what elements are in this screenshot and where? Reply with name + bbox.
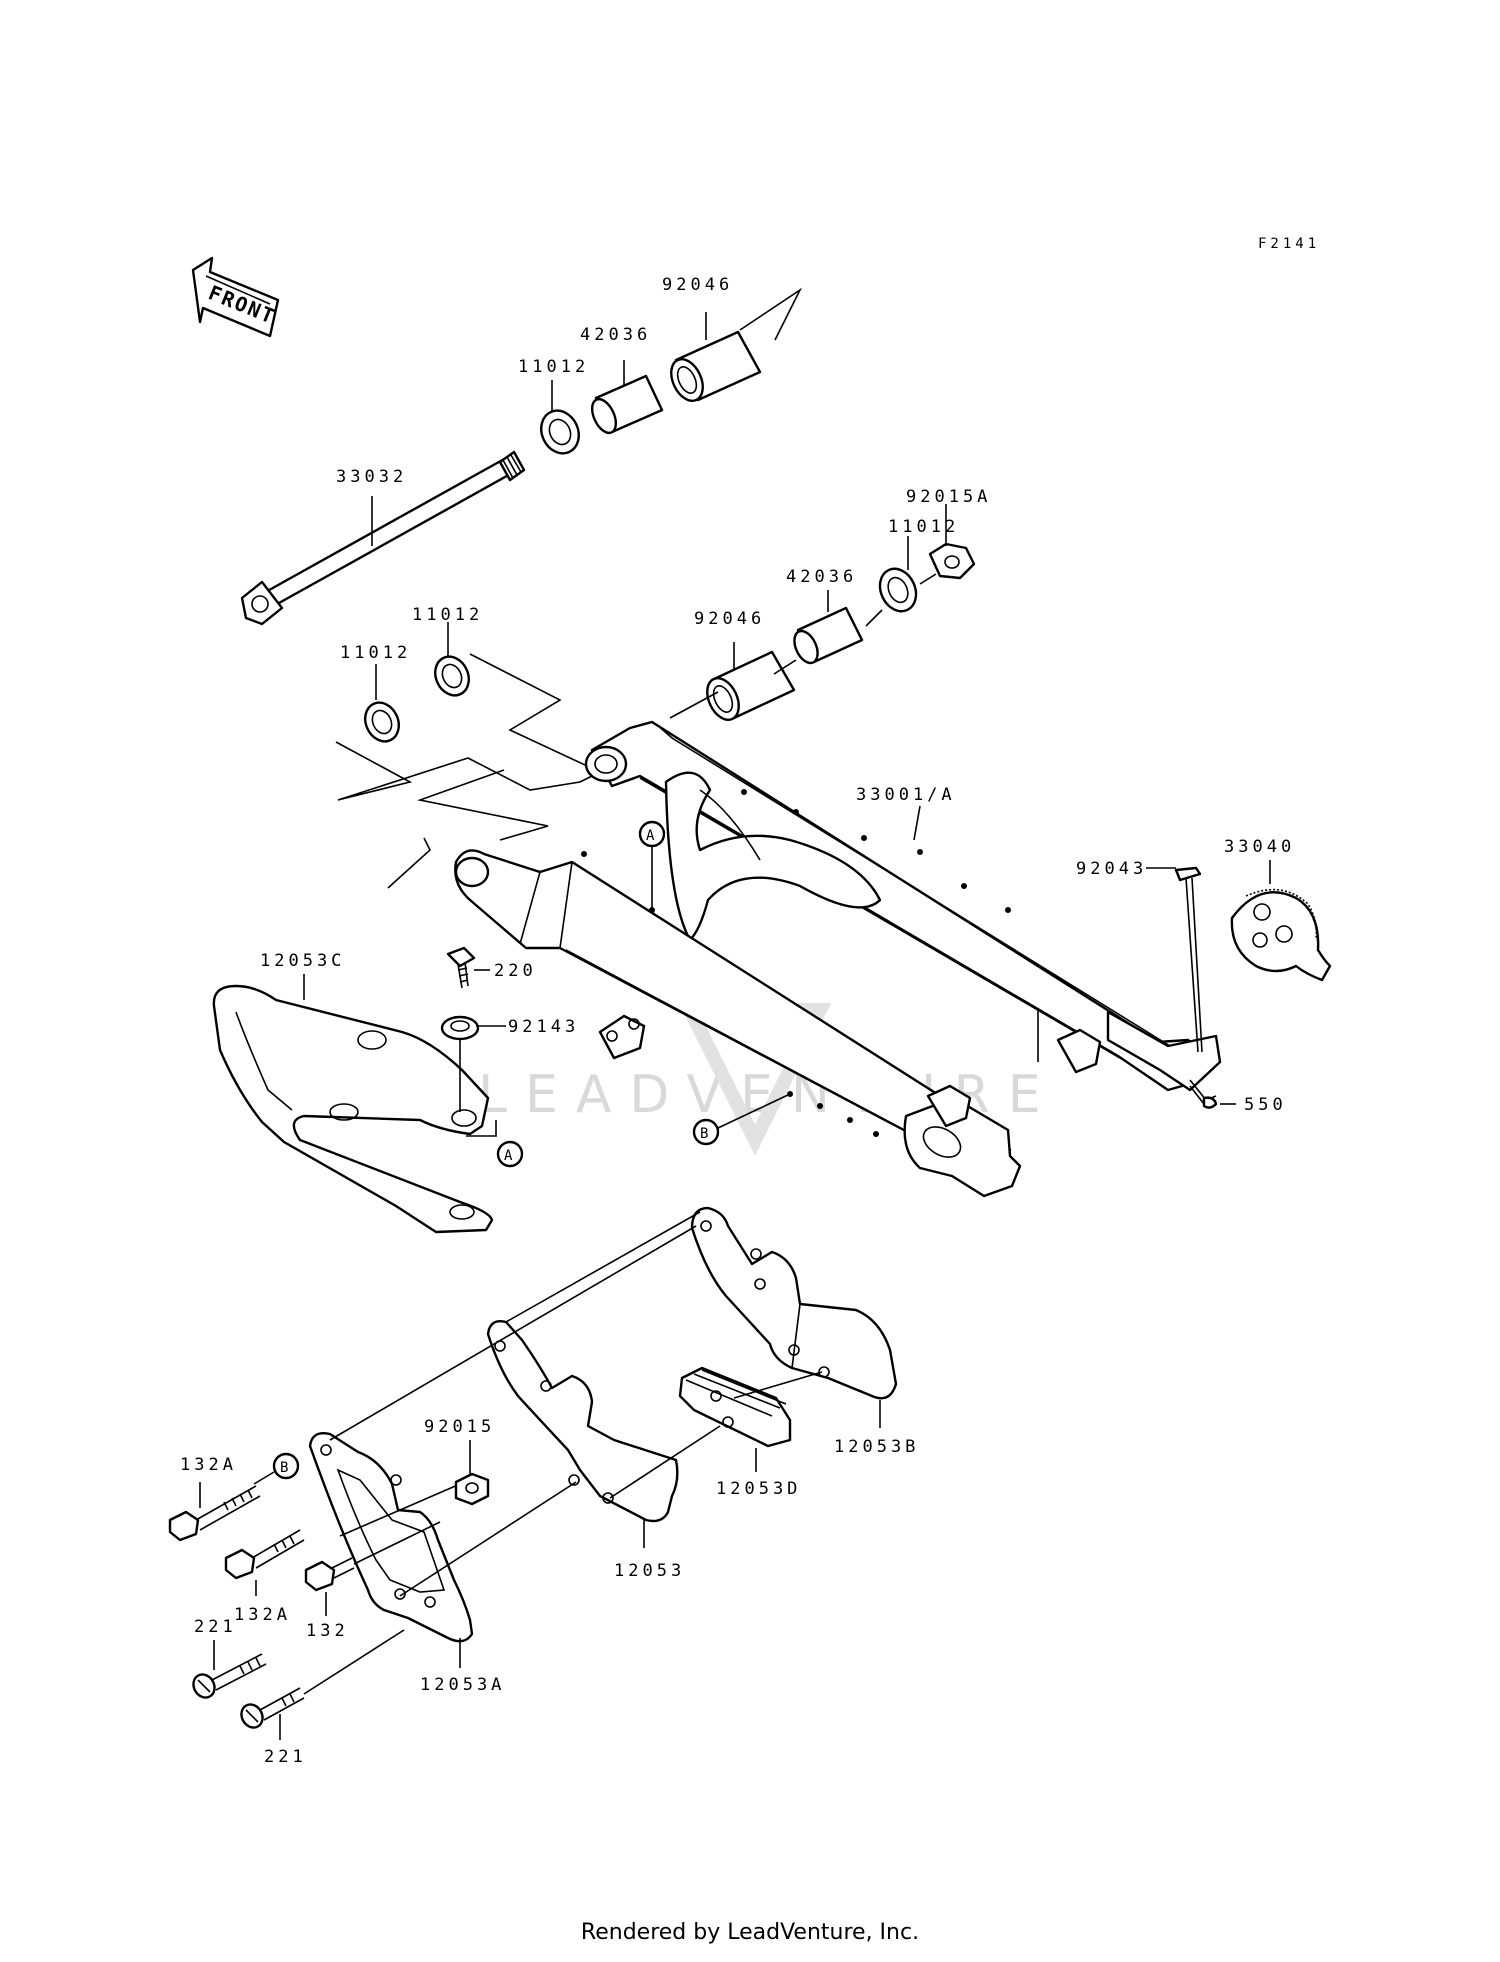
bushing-92046-right <box>706 650 796 721</box>
label-12053A: 12053A <box>420 1675 505 1695</box>
ref-a-circle-slider <box>496 1140 524 1168</box>
label-550: 550 <box>1244 1095 1287 1115</box>
assy-line-1 <box>329 1225 697 1441</box>
label-11012-left: 11012 <box>340 643 411 663</box>
label-11012-mid: 11012 <box>412 605 483 625</box>
nut-92015 <box>454 1472 490 1506</box>
label-12053D: 12053D <box>716 1479 801 1499</box>
collar-42036-right <box>793 606 864 665</box>
chain-slider-12053C <box>212 984 494 1234</box>
label-12053: 12053 <box>614 1561 685 1581</box>
label-221-bottom: 221 <box>264 1747 307 1767</box>
ref-b-circle-lower <box>272 1452 300 1480</box>
pin-92043 <box>1174 866 1203 1053</box>
label-42036-right: 42036 <box>786 567 857 587</box>
seal-11012-left <box>364 701 400 743</box>
label-33001A: 33001/A <box>856 785 956 805</box>
seal-11012-right <box>878 567 918 613</box>
label-92046-right: 92046 <box>694 609 765 629</box>
screw-221-top <box>192 1653 267 1699</box>
assembly-line-frame <box>417 769 549 841</box>
label-92143: 92143 <box>508 1017 579 1037</box>
axis-221-bottom <box>303 1629 405 1695</box>
screw-221-bottom <box>240 1687 305 1729</box>
label-92046-top: 92046 <box>662 275 733 295</box>
leader-42036-axis <box>865 609 883 627</box>
label-92015A: 92015A <box>906 487 991 507</box>
label-132A-top: 132A <box>180 1455 237 1475</box>
label-33032: 33032 <box>336 467 407 487</box>
assy-line-3 <box>399 1481 577 1597</box>
screw-220 <box>446 946 476 989</box>
ref-b-label-arm: B <box>700 1126 708 1142</box>
label-42036-top: 42036 <box>580 325 651 345</box>
chain-guide-rubber-12053D <box>678 1366 792 1448</box>
assy-line-5 <box>733 1371 823 1399</box>
leader-92046-axis <box>773 659 797 675</box>
bolt-132A-bottom <box>224 1529 305 1580</box>
nut-92015A <box>928 542 976 580</box>
label-12053B: 12053B <box>834 1437 919 1457</box>
ref-a-label-arm: A <box>646 828 655 844</box>
ref-a-label-slider: A <box>504 1148 513 1164</box>
collar-42036-top <box>590 374 664 435</box>
seal-11012-top <box>540 409 580 455</box>
cotter-pin-550 <box>1189 1079 1218 1109</box>
label-11012-right: 11012 <box>888 517 959 537</box>
label-11012-top: 11012 <box>518 357 589 377</box>
label-132: 132 <box>306 1621 349 1641</box>
axis-line-right <box>669 691 719 719</box>
leader-ref-b-arm <box>717 1093 791 1129</box>
pivot-shaft-33032 <box>240 450 526 626</box>
label-33040: 33040 <box>1224 837 1295 857</box>
chain-adjuster-33040 <box>1230 888 1332 982</box>
leader-11012-right-axis <box>919 573 937 585</box>
chain-guide-12053B <box>690 1206 898 1400</box>
bushing-92046-top <box>670 330 762 402</box>
leader-92046-top-frame <box>739 287 803 341</box>
label-92015: 92015 <box>424 1417 495 1437</box>
label-92043: 92043 <box>1076 859 1147 879</box>
label-12053C: 12053C <box>260 951 345 971</box>
chain-guide-12053 <box>486 1320 679 1523</box>
footer-credit: Rendered by LeadVenture, Inc. <box>580 1920 920 1945</box>
assembly-line-lower <box>335 741 581 801</box>
ref-b-label-lower: B <box>280 1460 288 1476</box>
ref-b-circle-arm <box>692 1118 720 1146</box>
label-221-top: 221 <box>194 1617 237 1637</box>
swing-arm-33001A <box>454 720 1222 1198</box>
seal-11012-mid <box>434 655 470 697</box>
label-132A-bottom: 132A <box>234 1605 291 1625</box>
front-arrow-icon: FRONT <box>191 256 279 338</box>
leader-ref-b-lower <box>253 1471 275 1485</box>
assy-line-2 <box>505 1211 701 1323</box>
bolt-132A-top <box>168 1485 261 1542</box>
leader-33001A <box>913 805 921 841</box>
bolt-132 <box>304 1557 355 1592</box>
label-220: 220 <box>494 961 537 981</box>
collar-92143 <box>440 1015 480 1041</box>
leader-ref-a-slider <box>466 1120 497 1137</box>
assy-line-6 <box>339 1483 461 1537</box>
diagram-code: F2141 <box>1258 236 1320 252</box>
assy-line-4 <box>609 1425 721 1499</box>
axis-132 <box>353 1521 441 1565</box>
chain-guide-plate-12053A <box>308 1432 474 1643</box>
assembly-line-pivot <box>387 837 431 889</box>
assembly-line-upper <box>469 653 602 783</box>
